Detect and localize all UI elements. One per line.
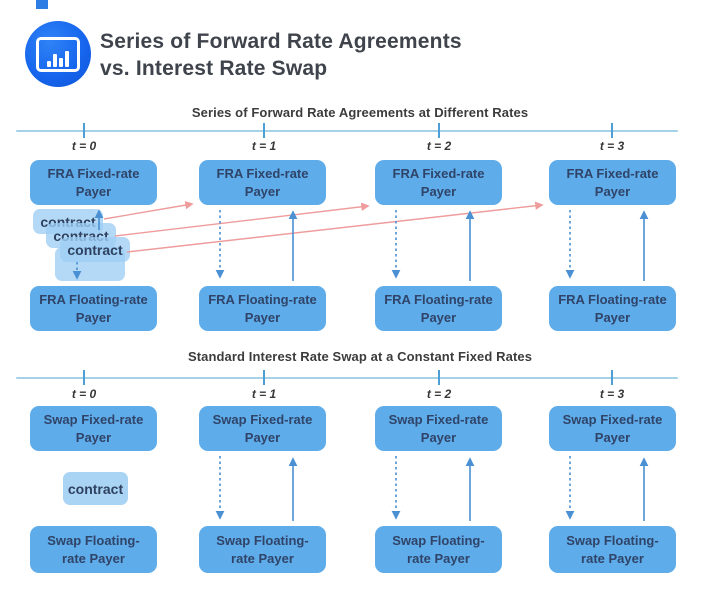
swap-payment-arrows <box>215 456 649 521</box>
swap-tick-t1 <box>263 370 265 385</box>
fra-time-label-t0: t = 0 <box>71 139 97 153</box>
fra-tick-t3 <box>611 123 613 138</box>
top-edge-artifact <box>36 0 48 9</box>
bar-3 <box>59 57 63 67</box>
swap-tick-t2 <box>438 370 440 385</box>
swap-time-label-t3: t = 3 <box>599 387 625 401</box>
contract-arrow-t2 <box>114 202 370 237</box>
swap-floating-payer-box-t1: Swap Floating- rate Payer <box>199 526 326 573</box>
fra-contract-box-3: contract <box>60 237 130 262</box>
swap-contract-box: contract <box>63 472 128 505</box>
swap-fixed-payer-box-t2: Swap Fixed-rate Payer <box>375 406 502 451</box>
swap-floating-payer-box-t3: Swap Floating- rate Payer <box>549 526 676 573</box>
bar-1 <box>47 60 51 67</box>
swap-fixed-payer-box-t1: Swap Fixed-rate Payer <box>199 406 326 451</box>
swap-floating-payer-box-t0: Swap Floating- rate Payer <box>30 526 157 573</box>
fra-time-label-t3: t = 3 <box>599 139 625 153</box>
fra-tick-t2 <box>438 123 440 138</box>
fra-fixed-payer-box-t0: FRA Fixed-rate Payer <box>30 160 157 205</box>
fra-payment-arrows <box>72 209 649 281</box>
fra-tick-t0 <box>83 123 85 138</box>
swap-floating-payer-box-t2: Swap Floating- rate Payer <box>375 526 502 573</box>
swap-timeline <box>16 377 678 379</box>
swap-tick-t3 <box>611 370 613 385</box>
fra-fixed-payer-box-t2: FRA Fixed-rate Payer <box>375 160 502 205</box>
fra-timeline <box>16 130 678 132</box>
bar-4 <box>65 50 69 67</box>
fra-floating-payer-box-t3: FRA Floating-rate Payer <box>549 286 676 331</box>
fra-fixed-payer-box-t1: FRA Fixed-rate Payer <box>199 160 326 205</box>
fra-section-title: Series of Forward Rate Agreements at Dif… <box>191 105 529 120</box>
swap-time-label-t0: t = 0 <box>71 387 97 401</box>
bar-2 <box>53 53 57 67</box>
fra-tick-t1 <box>263 123 265 138</box>
fra-floating-payer-box-t2: FRA Floating-rate Payer <box>375 286 502 331</box>
fra-floating-payer-box-t1: FRA Floating-rate Payer <box>199 286 326 331</box>
swap-time-label-t2: t = 2 <box>426 387 452 401</box>
swap-time-label-t1: t = 1 <box>251 387 277 401</box>
swap-section-title: Standard Interest Rate Swap at a Constan… <box>187 349 533 364</box>
fra-time-label-t2: t = 2 <box>426 139 452 153</box>
swap-tick-t0 <box>83 370 85 385</box>
fra-contract-arrows <box>103 200 544 253</box>
swap-fixed-payer-box-t3: Swap Fixed-rate Payer <box>549 406 676 451</box>
contract-arrow-t3 <box>126 201 544 253</box>
bar-chart-logo-icon <box>25 21 91 87</box>
fra-floating-payer-box-t0: FRA Floating-rate Payer <box>30 286 157 331</box>
page-title: Series of Forward Rate Agreements vs. In… <box>100 30 462 80</box>
contract-arrow-t1 <box>103 200 194 220</box>
swap-fixed-payer-box-t0: Swap Fixed-rate Payer <box>30 406 157 451</box>
fra-fixed-payer-box-t3: FRA Fixed-rate Payer <box>549 160 676 205</box>
fra-time-label-t1: t = 1 <box>251 139 277 153</box>
bar-chart-frame <box>36 36 80 72</box>
